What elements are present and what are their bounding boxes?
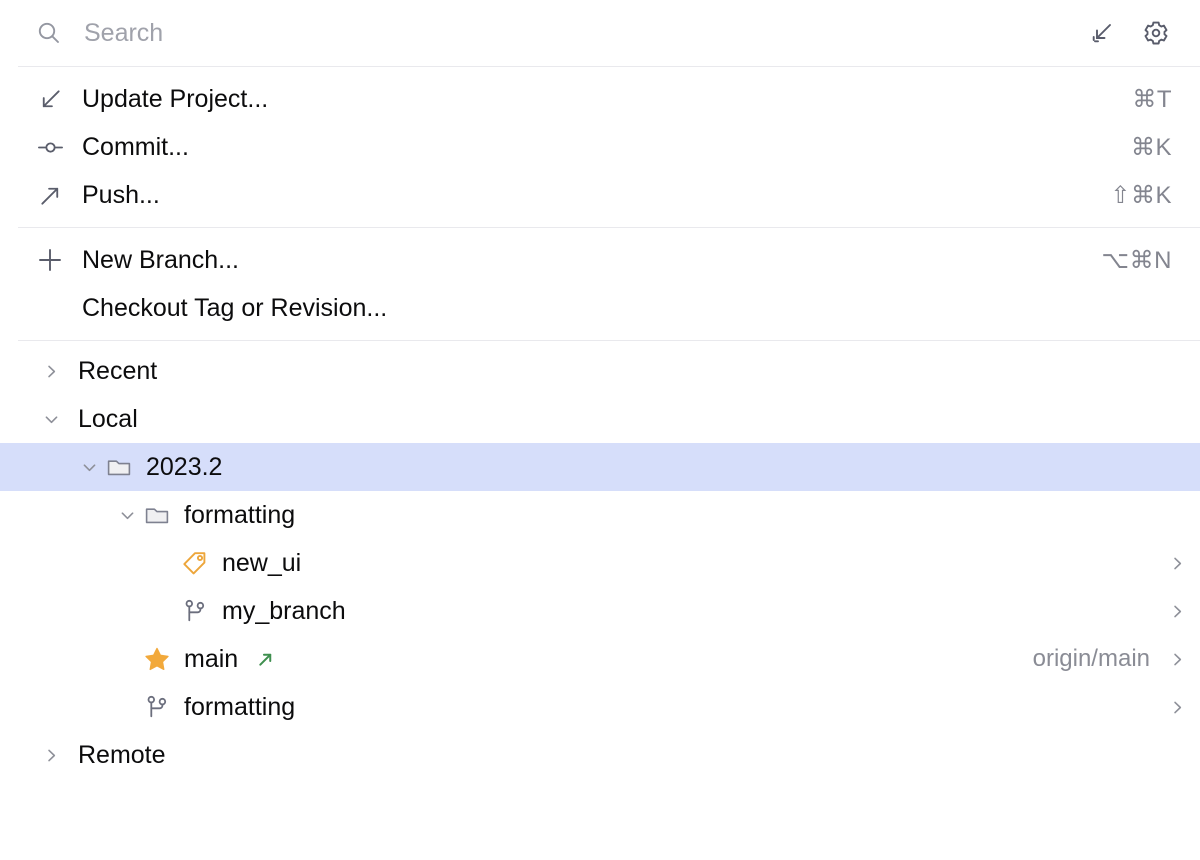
menu-item-update-project[interactable]: Update Project... ⌘T <box>0 75 1200 123</box>
tag-icon <box>180 550 210 576</box>
commit-icon <box>36 133 64 161</box>
tracking-branch-label: origin/main <box>1032 645 1150 672</box>
tree-node-label: Local <box>78 404 138 433</box>
tree-node-label: new_ui <box>222 548 302 577</box>
tree-row-branch-formatting[interactable]: formatting <box>0 683 1200 731</box>
row-chevron-right-icon[interactable] <box>1168 603 1186 620</box>
tree-node-label: main <box>184 644 239 673</box>
menu-item-shortcut: ⌥⌘N <box>1101 246 1172 274</box>
arrow-down-left-icon <box>36 85 64 113</box>
search-input[interactable] <box>62 18 1088 48</box>
plus-icon <box>36 246 64 274</box>
menu-item-new-branch[interactable]: New Branch... ⌥⌘N <box>0 236 1200 284</box>
menu-item-shortcut: ⌘K <box>1130 133 1172 161</box>
chevron-down-icon[interactable] <box>112 507 142 524</box>
search-icon <box>36 20 62 46</box>
branch-icon <box>142 694 172 720</box>
folder-icon <box>104 454 134 480</box>
chevron-right-icon[interactable] <box>36 747 66 764</box>
chevron-down-icon[interactable] <box>36 411 66 428</box>
menu-item-shortcut: ⇧⌘K <box>1110 181 1172 209</box>
tree-node-label: Recent <box>78 356 158 385</box>
separator <box>18 340 1200 341</box>
tree-row-local[interactable]: Local <box>0 395 1200 443</box>
header-actions <box>1088 19 1182 47</box>
tree-node-label: my_branch <box>222 596 346 625</box>
arrow-up-right-icon <box>36 181 64 209</box>
tree-row-remote[interactable]: Remote <box>0 731 1200 779</box>
tree-node-label: Remote <box>78 740 166 769</box>
menu-item-shortcut: ⌘T <box>1132 85 1172 113</box>
search-bar <box>0 0 1200 66</box>
menu-item-label: Checkout Tag or Revision... <box>82 293 388 322</box>
star-icon <box>142 646 172 672</box>
tree-node-label: formatting <box>184 692 296 721</box>
branch-actions: New Branch... ⌥⌘N Checkout Tag or Revision… <box>0 228 1200 340</box>
menu-item-checkout-tag-or-revision[interactable]: Checkout Tag or Revision... <box>0 284 1200 332</box>
tree-node-label: 2023.2 <box>146 452 223 481</box>
separator <box>18 66 1200 67</box>
tree-row-branch-main[interactable]: main origin/main <box>0 635 1200 683</box>
row-chevron-right-icon[interactable] <box>1168 699 1186 716</box>
row-chevron-right-icon[interactable] <box>1168 555 1186 572</box>
menu-item-label: New Branch... <box>82 245 240 274</box>
arrow-down-left-icon[interactable] <box>1088 19 1116 47</box>
action-menu: Update Project... ⌘T Commit... ⌘K Push... ⇧… <box>0 67 1200 341</box>
menu-item-push[interactable]: Push... ⇧⌘K <box>0 171 1200 219</box>
menu-item-label: Commit... <box>82 132 189 161</box>
vcs-actions: Update Project... ⌘T Commit... ⌘K Push... ⇧… <box>0 67 1200 227</box>
menu-item-label: Update Project... <box>82 84 269 113</box>
branch-icon <box>180 598 210 624</box>
menu-item-commit[interactable]: Commit... ⌘K <box>0 123 1200 171</box>
gear-icon[interactable] <box>1142 19 1170 47</box>
branch-tree: Recent Local 2023.2 formatting new_ui my… <box>0 341 1200 779</box>
folder-icon <box>142 502 172 528</box>
outgoing-arrow-icon <box>238 650 275 669</box>
tree-row-group-formatting[interactable]: formatting <box>0 491 1200 539</box>
row-chevron-right-icon[interactable] <box>1168 651 1186 668</box>
tree-row-recent[interactable]: Recent <box>0 347 1200 395</box>
tree-row-branch-my-branch[interactable]: my_branch <box>0 587 1200 635</box>
tree-row-branch-new-ui[interactable]: new_ui <box>0 539 1200 587</box>
tree-node-label: formatting <box>184 500 296 529</box>
menu-item-label: Push... <box>82 180 160 209</box>
tree-row-group-2023-2[interactable]: 2023.2 <box>0 443 1200 491</box>
chevron-right-icon[interactable] <box>36 363 66 380</box>
chevron-down-icon[interactable] <box>74 459 104 476</box>
separator <box>18 227 1200 228</box>
no-icon <box>36 294 64 322</box>
